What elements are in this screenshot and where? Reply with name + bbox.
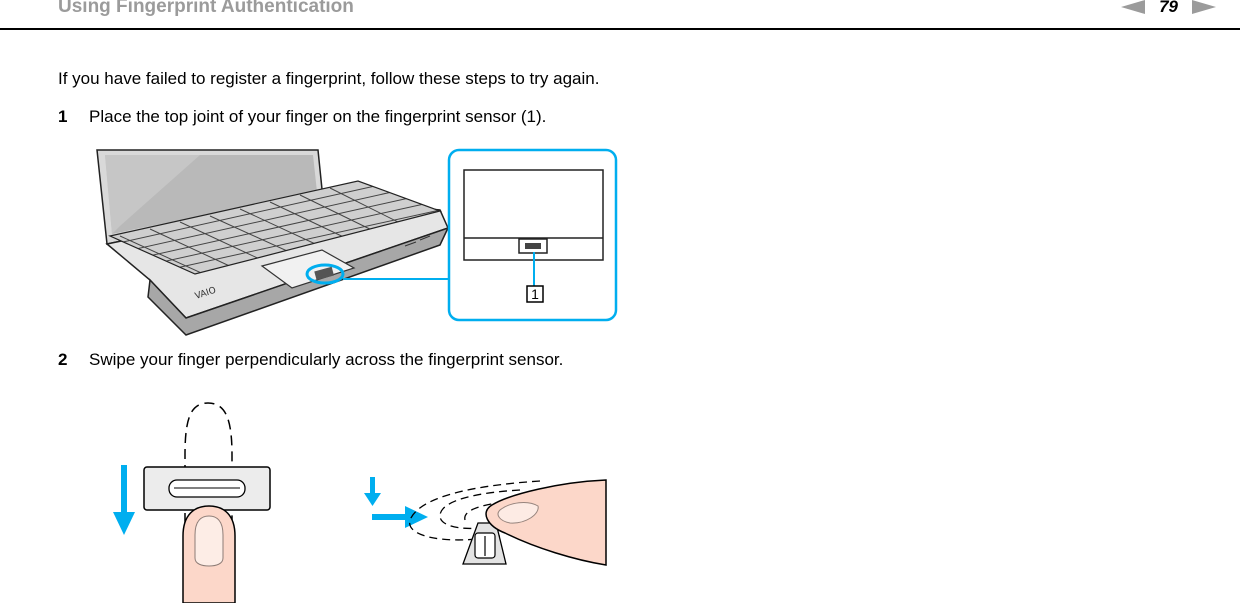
step-number: 1 [58,107,68,126]
step-2: 2 Swipe your finger perpendicularly acros… [58,350,563,370]
intro-paragraph: If you have failed to register a fingerp… [58,69,600,88]
down-arrow-icon [113,465,135,535]
section-title: Using Fingerprint Authentication [58,0,354,17]
next-page-icon[interactable] [1192,0,1216,14]
previous-page-icon[interactable] [1121,0,1146,14]
step-number: 2 [58,350,68,369]
fingerprint-sensor-highlight [305,263,345,285]
step-1: 1 Place the top joint of your finger on t… [58,107,546,127]
callout-label: 1 [531,286,539,302]
right-arrow-icon [372,506,428,528]
step-text: Swipe your finger perpendicularly across… [89,350,564,369]
header-divider [0,28,1240,30]
down-arrow-icon [364,477,381,506]
callout-label-box [526,285,544,303]
page-navigation: 79 [1121,0,1216,17]
page-number: 79 [1159,0,1178,16]
step-text: Place the top joint of your finger on th… [89,107,547,126]
